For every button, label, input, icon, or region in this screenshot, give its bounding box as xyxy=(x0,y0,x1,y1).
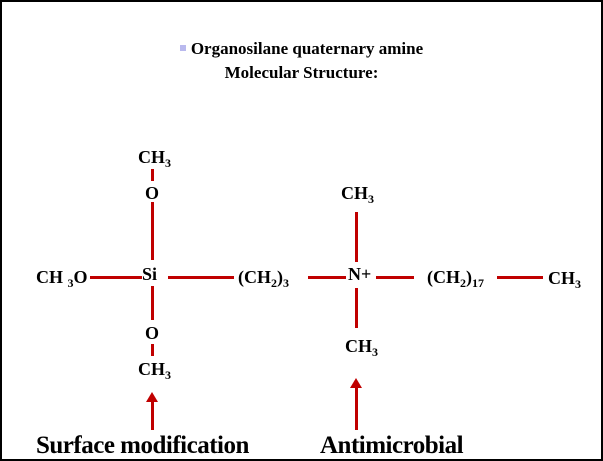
atom-ch3-right: CH3 xyxy=(548,268,581,291)
atom-ch3-top-left: CH3 xyxy=(138,147,171,170)
bond-o-bottom-ch3 xyxy=(151,344,154,356)
atom-ch3o-left: CH 3O xyxy=(36,267,88,290)
bond-n-ch3-bottom xyxy=(355,288,358,328)
arrow-antimicrobial-head-icon xyxy=(350,378,362,388)
bond-ch2-17-ch3 xyxy=(497,276,543,279)
atom-ch3-top-right: CH3 xyxy=(341,183,374,206)
atom-o-bottom: O xyxy=(145,323,160,343)
atom-ch2-17: (CH2)17 xyxy=(427,267,484,290)
label-antimicrobial: Antimicrobial xyxy=(320,432,464,459)
arrow-surface-head-icon xyxy=(146,392,158,402)
atom-si: Si xyxy=(142,264,158,284)
atom-ch3-bottom-left: CH3 xyxy=(138,359,171,382)
atom-ch3-bottom-right: CH3 xyxy=(345,336,378,359)
bond-n-ch2-17 xyxy=(376,276,414,279)
title-line-2: Molecular Structure: xyxy=(224,63,379,82)
bond-o-top-ch3 xyxy=(151,169,154,181)
atom-n-plus: N+ xyxy=(348,264,372,284)
bond-ch2-n xyxy=(308,276,346,279)
bond-ch3o-si xyxy=(90,276,142,279)
atom-ch2-3: (CH2)3 xyxy=(238,267,289,290)
bond-n-ch3-top xyxy=(355,212,358,262)
bond-si-o-bottom xyxy=(151,286,154,320)
arrow-surface-shaft xyxy=(151,402,154,430)
label-surface-modification: Surface modification xyxy=(36,432,249,459)
bond-si-ch2 xyxy=(168,276,234,279)
arrow-antimicrobial-shaft xyxy=(355,388,358,430)
atom-o-top: O xyxy=(145,183,160,203)
bond-si-o-top xyxy=(151,202,154,260)
bullet-icon xyxy=(179,45,186,51)
title-line-1: Organosilane quaternary amine xyxy=(2,40,601,57)
